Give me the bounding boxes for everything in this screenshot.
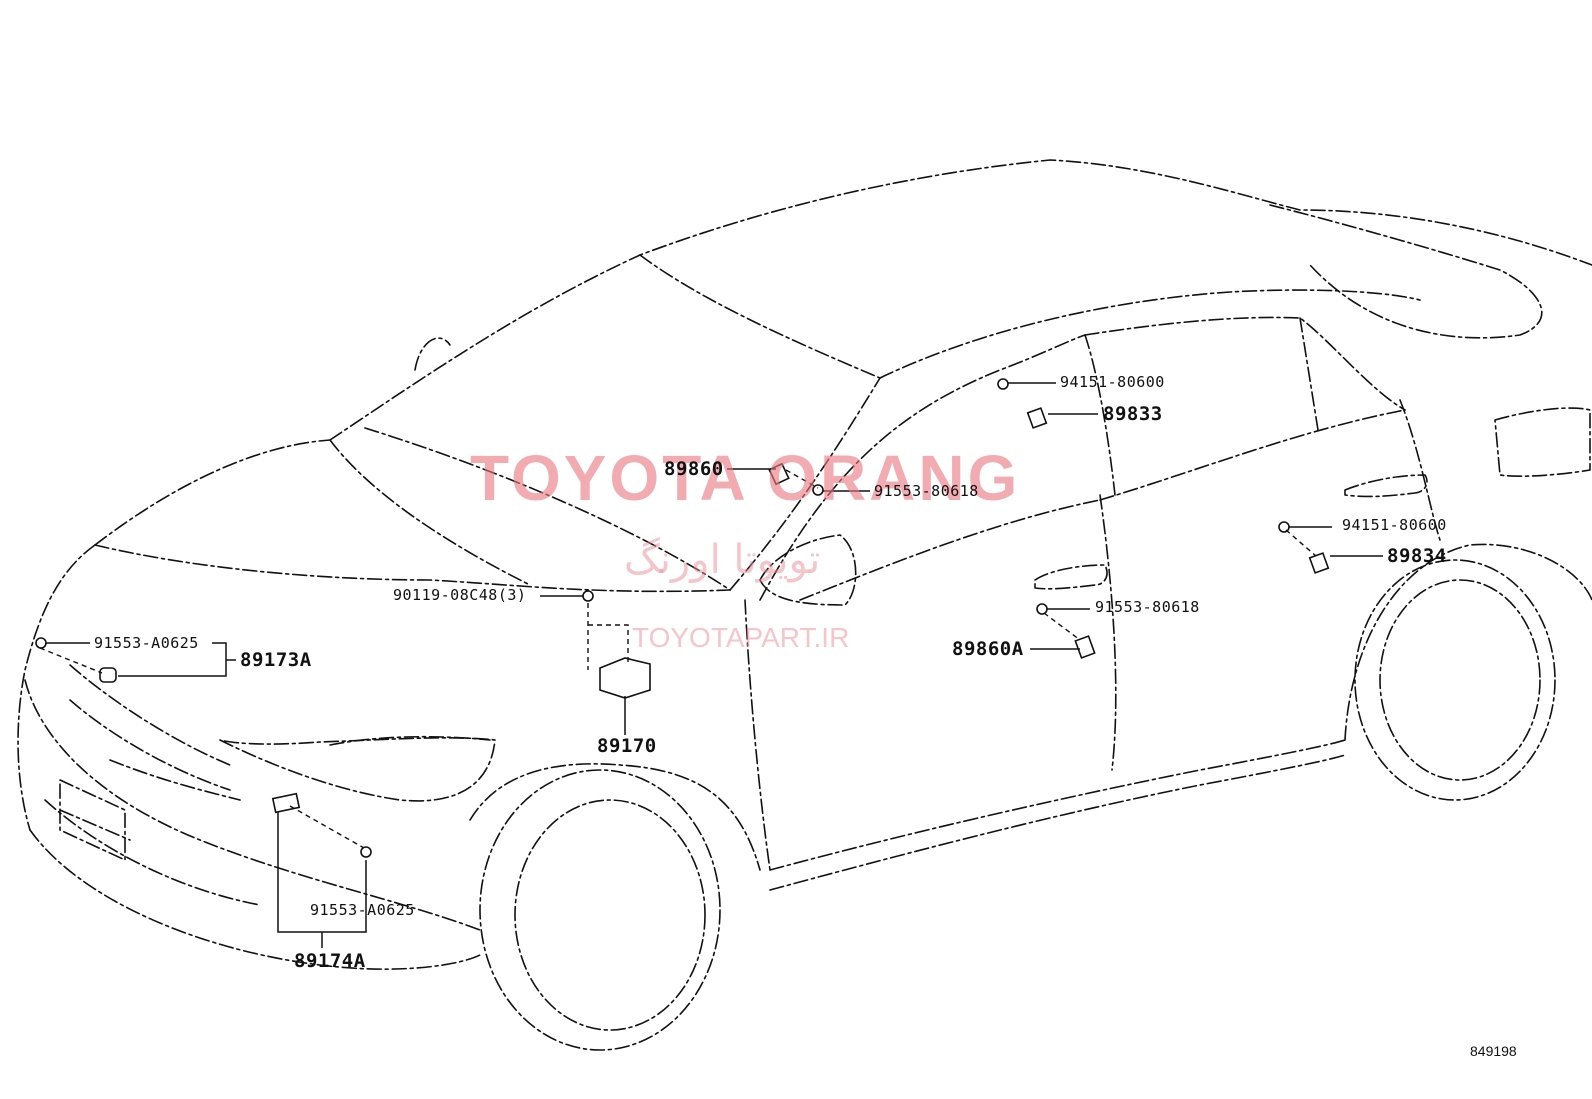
label-89860: 89860: [664, 458, 724, 480]
watermark-site: TOYOTAPART.IR: [632, 622, 850, 653]
sensor-89173A-symbol: [99, 667, 117, 683]
label-89174A: 89174A: [294, 950, 366, 972]
label-94151-80600-lower: 94151-80600: [1342, 516, 1447, 534]
label-91553-80618-lower: 91553-80618: [1095, 598, 1200, 616]
bolt-91553-80618-upper-symbol: [812, 484, 824, 496]
label-89170: 89170: [597, 735, 657, 757]
label-91553-80618-upper: 91553-80618: [874, 482, 979, 500]
label-89173A: 89173A: [240, 649, 312, 671]
label-91553-A0625-front: 91553-A0625: [94, 634, 199, 652]
bolt-90119-symbol: [582, 590, 594, 602]
diagram-reference-number: 849198: [1470, 1043, 1517, 1059]
watermark-brand-persian: تویوتا اورنگ: [624, 537, 821, 583]
label-89834: 89834: [1387, 545, 1447, 567]
label-89860A: 89860A: [952, 638, 1024, 660]
watermark-brand: TOYOTA ORANG: [470, 442, 1021, 514]
sensor-89833-symbol: [1026, 407, 1048, 429]
bolt-91553-A0625-front-symbol: [35, 637, 47, 649]
nut-94151-upper-symbol: [997, 378, 1009, 390]
bolt-91553-A0625-lower-symbol: [360, 846, 372, 858]
label-90119-08C48: 90119-08C48(3): [393, 586, 527, 604]
ecu-89170-symbol: [599, 657, 651, 699]
sensor-89860A-symbol: [1074, 635, 1096, 659]
label-94151-80600-upper: 94151-80600: [1060, 373, 1165, 391]
sensor-89174A-symbol: [271, 792, 301, 814]
car-body-outline: [17, 159, 1592, 1051]
label-91553-A0625-lower: 91553-A0625: [310, 901, 415, 919]
bolt-91553-80618-lower-symbol: [1036, 603, 1048, 615]
leader-lines: [39, 382, 1383, 948]
sensor-89834-symbol: [1308, 552, 1330, 574]
label-89833: 89833: [1103, 403, 1163, 425]
